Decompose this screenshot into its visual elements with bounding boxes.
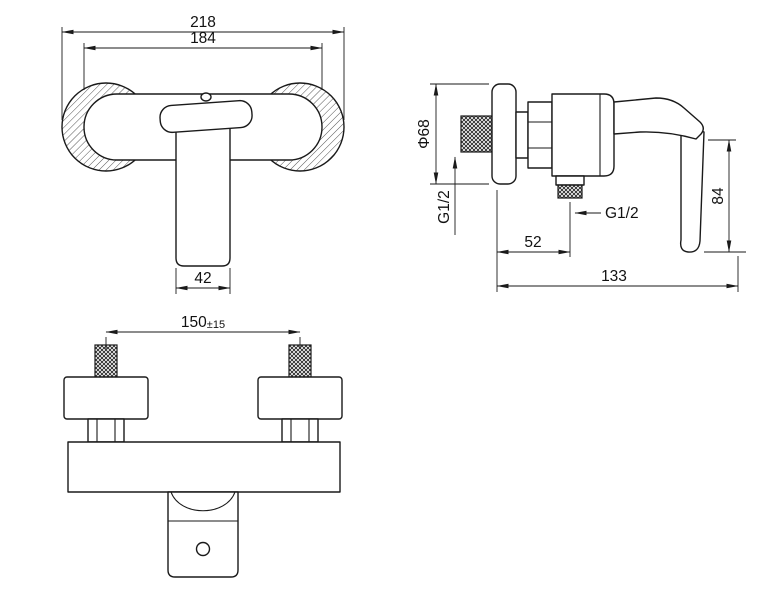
hole-spacing-tolerance: ±15 (207, 319, 225, 331)
spout-body (175, 125, 231, 267)
handle-lever (159, 99, 253, 134)
spout-underside-arc (170, 491, 236, 512)
left-hex-nut (87, 418, 125, 443)
dim-text-outlet-offset: 52 (524, 234, 541, 251)
right-mounting-plate (257, 376, 343, 420)
inlet-thread (460, 115, 493, 153)
left-mounting-stud (94, 344, 118, 378)
outlet-hole (195, 541, 211, 557)
outlet-thread (557, 184, 583, 199)
valve-body (551, 93, 615, 177)
front-view: 218 184 42 (61, 14, 345, 294)
right-hex-nut (281, 418, 319, 443)
dim-text-hole-spacing: 150±15 (181, 314, 225, 331)
right-mounting-stud (288, 344, 312, 378)
dim-text-flange-diameter: Φ68 (416, 119, 433, 149)
flange-neck (515, 111, 529, 159)
wall-flange-side (491, 83, 517, 185)
side-view: Φ68 G1/2 52 G1/2 133 84 (416, 83, 746, 292)
handle-pin (200, 92, 212, 102)
dim-text-overall-width: 218 (190, 14, 216, 31)
dim-text-inlet-thread: G1/2 (436, 190, 453, 224)
dim-text-spout-width: 42 (194, 270, 211, 287)
dim-text-body-width: 184 (190, 30, 216, 47)
hole-spacing-value: 150 (181, 314, 207, 331)
handle-arm (613, 97, 704, 140)
hex-nut-side (527, 101, 553, 169)
outlet-neck (555, 175, 585, 186)
body-bar-rear (67, 441, 341, 493)
dim-text-handle-height: 84 (710, 187, 727, 205)
bottom-view: 150±15 (63, 314, 343, 578)
left-mounting-plate (63, 376, 149, 420)
handle-blade (679, 121, 705, 253)
spout-body-rear (167, 491, 239, 578)
dim-text-outlet-thread: G1/2 (605, 205, 639, 222)
dim-text-overall-depth: 133 (601, 268, 627, 285)
